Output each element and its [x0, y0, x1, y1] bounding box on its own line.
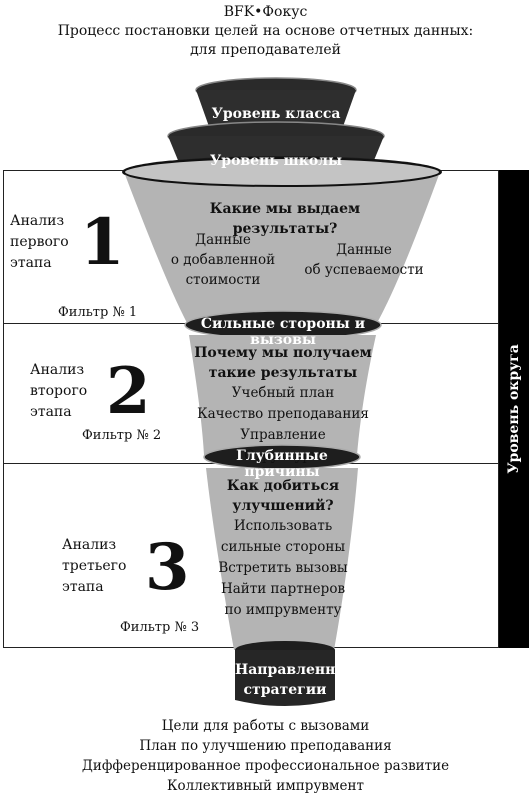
stage2-items: Учебный план Качество преподавания Управ…	[190, 383, 376, 467]
stage2-label: Анализ второго этапа	[30, 362, 88, 420]
stage3-label: Анализ третьего этапа	[62, 537, 127, 595]
list-item: Структуры	[244, 448, 322, 464]
diagram-subtitle-line1: Процесс постановки целей на основе отчет…	[57, 23, 474, 39]
funnel-section-2	[189, 335, 376, 455]
stage3-question: Как добиться улучшений?	[226, 478, 340, 514]
targeted-strategies-label: Направленные стратегии	[235, 662, 359, 698]
list-item: Цели для работы с вызовами	[161, 718, 370, 734]
funnel-section-3	[206, 468, 358, 650]
district-level-label: Уровень округа	[506, 344, 522, 474]
stage1-label: Анализ первого этапа	[10, 213, 69, 271]
list-item: Коллективный импрувмент	[167, 778, 364, 794]
outcomes-list: Цели для работы с вызовами План по улучш…	[0, 716, 531, 796]
district-level: Уровень округа	[500, 170, 528, 648]
list-item: Встретить вызовы	[218, 560, 348, 576]
achievement-data: Данные об успеваемости	[304, 242, 424, 278]
output-body	[235, 650, 335, 706]
value-added-data: Данные о добавленной стоимости	[170, 232, 276, 288]
filter3-label: Фильтр № 3	[120, 620, 200, 635]
class-level-label: Уровень класса	[211, 106, 341, 122]
funnel-section-1	[124, 172, 440, 323]
school-level-label: Уровень школы	[209, 153, 343, 169]
stage1-number: 1	[80, 205, 125, 280]
list-item: Управление	[240, 427, 326, 443]
stage3-number: 3	[145, 530, 190, 605]
filter2-label: Фильтр № 2	[82, 428, 162, 443]
stage1-question: Какие мы выдаем результаты?	[209, 201, 361, 237]
strengths-band-label: Сильные стороны и вызовы	[200, 316, 366, 348]
funnel-top-surface	[123, 157, 441, 187]
filter1-label: Фильтр № 1	[58, 305, 138, 320]
stage2-question: Почему мы получаем такие результаты	[194, 345, 372, 381]
list-item: План по улучшению преподавания	[139, 738, 392, 754]
brand-title: BFK•Фокус	[223, 4, 308, 20]
diagram-subtitle-line2: для преподавателей	[190, 42, 341, 58]
list-item: Использовать	[233, 518, 333, 534]
list-item: Дифференцированное профессиональное разв…	[81, 758, 450, 774]
list-item: Качество преподавания	[197, 406, 369, 422]
stage3-items: Использовать сильные стороны Встретить в…	[208, 516, 358, 621]
list-item: Найти партнеров	[220, 581, 346, 597]
district-bar	[499, 170, 529, 648]
stage2-number: 2	[106, 354, 151, 429]
root-causes-band-label: Глубинные причины	[236, 448, 328, 480]
list-item: Учебный план	[231, 385, 335, 401]
list-item: сильные стороны	[220, 539, 346, 555]
list-item: по импрувменту	[224, 602, 342, 618]
